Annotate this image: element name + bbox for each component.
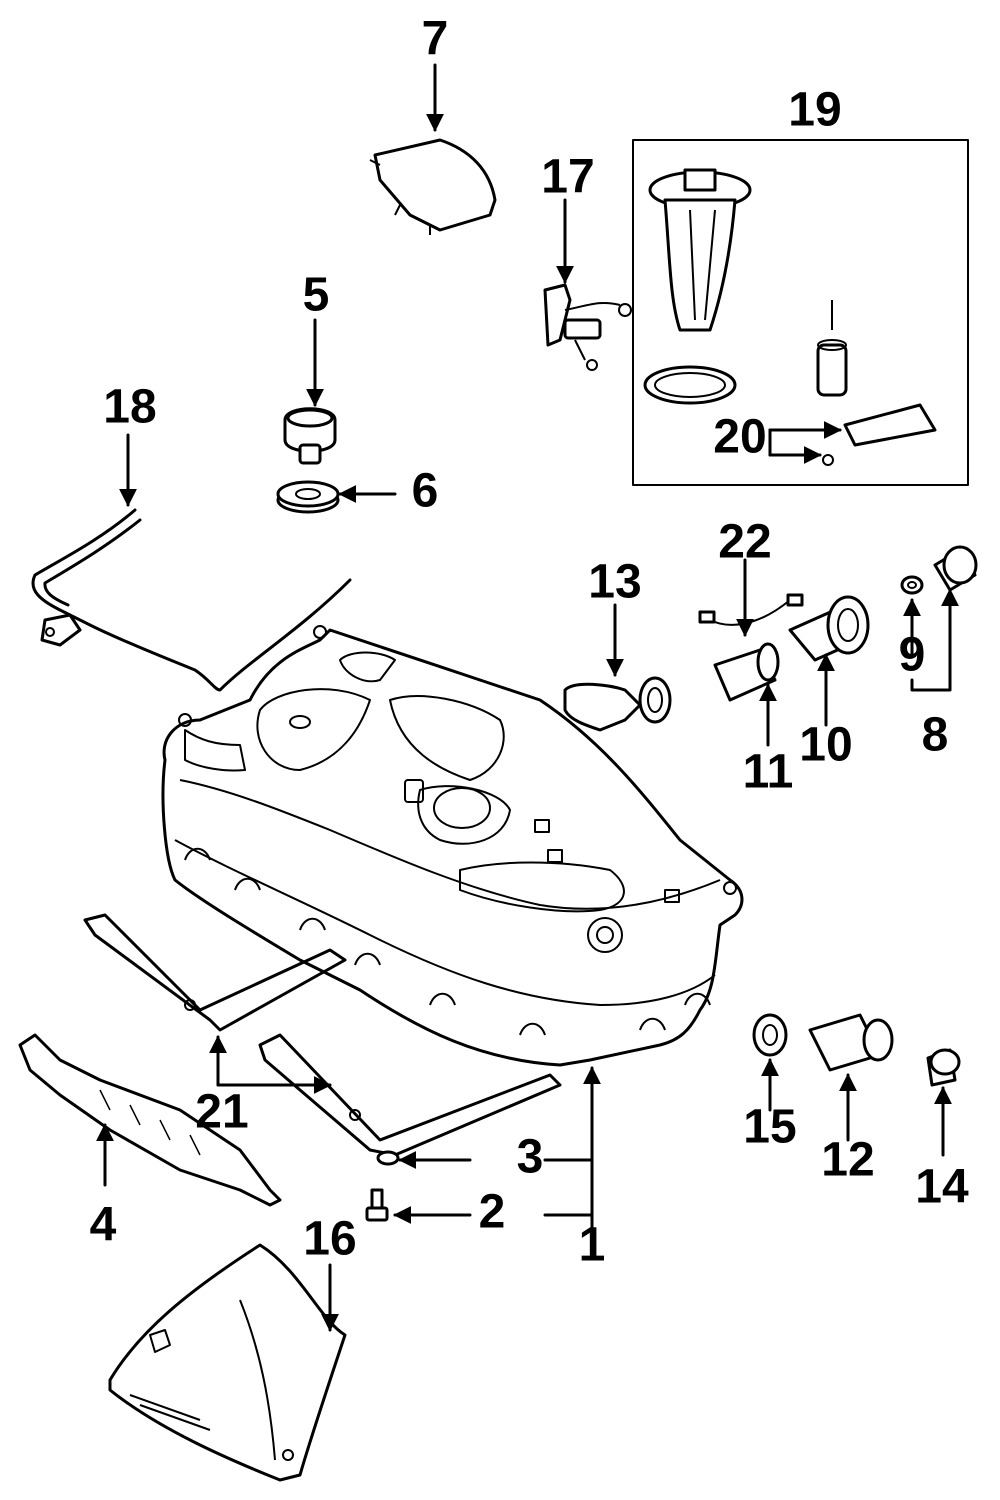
callout-22: 22 (718, 516, 771, 569)
bolt (365, 1188, 389, 1222)
bushing-14 (926, 1048, 961, 1087)
callout-21: 21 (195, 1086, 248, 1139)
callout-18: 18 (103, 381, 156, 434)
sending-unit (543, 283, 632, 371)
callout-5: 5 (303, 269, 330, 322)
grommet-15 (752, 1013, 788, 1057)
fuel-tank (161, 625, 744, 1067)
callout-20: 20 (713, 411, 766, 464)
filler-cap (283, 407, 337, 465)
callout-4: 4 (90, 1199, 117, 1252)
wiring-harness (698, 593, 804, 626)
protector-plate (18, 1033, 282, 1207)
callout-10: 10 (799, 719, 852, 772)
callout-16: 16 (303, 1213, 356, 1266)
callout-13: 13 (588, 556, 641, 609)
callout-8: 8 (922, 709, 949, 762)
cap-fitting (933, 545, 978, 592)
pump-module (643, 168, 937, 466)
heat-shield (108, 1243, 347, 1482)
callout-2: 2 (479, 1186, 506, 1239)
callout-17: 17 (541, 151, 594, 204)
sensor (713, 642, 780, 702)
callout-11: 11 (743, 746, 794, 799)
callout-15: 15 (743, 1101, 796, 1154)
pump-cover (369, 138, 497, 235)
pump-assembly-box (632, 139, 969, 486)
callout-19: 19 (788, 84, 841, 137)
callout-7: 7 (422, 13, 449, 66)
callout-9: 9 (899, 629, 926, 682)
callout-1: 1 (579, 1219, 606, 1272)
callout-6: 6 (412, 465, 439, 518)
tank-straps (83, 913, 562, 1157)
leader-lines (96, 63, 959, 1332)
callout-12: 12 (821, 1134, 874, 1187)
grommet-small (900, 575, 924, 595)
vent-tube (31, 508, 352, 692)
callout-14: 14 (915, 1161, 969, 1214)
gasket-ring (276, 480, 340, 514)
nut (376, 1150, 400, 1166)
pipe-12 (808, 1013, 894, 1072)
filler-neck (788, 595, 870, 662)
vent-valve (563, 676, 672, 732)
callout-3: 3 (517, 1131, 544, 1184)
